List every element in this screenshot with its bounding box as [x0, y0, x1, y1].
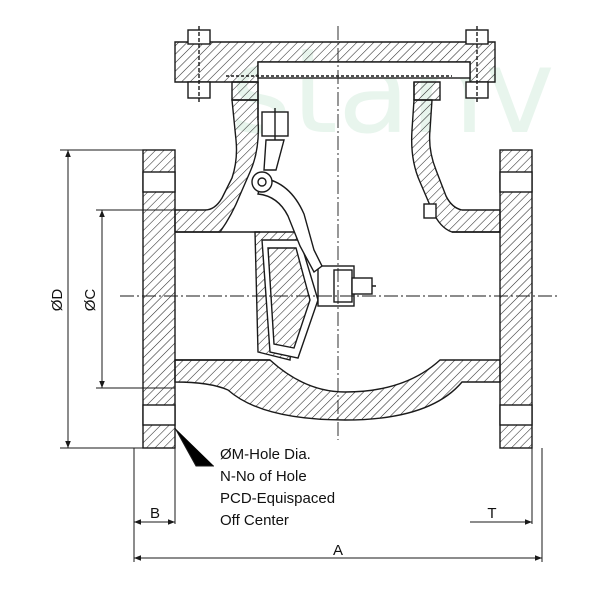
right-flange-hole-bottom [499, 404, 533, 426]
dimension-lines [60, 149, 543, 562]
left-flange-hole-bottom [142, 404, 176, 426]
note-line-4: Off Center [220, 512, 289, 529]
note-line-3: PCD-Equispaced [220, 490, 335, 507]
valve-body-section [142, 26, 533, 449]
dim-label-phi-d: ØD [49, 289, 66, 312]
dim-label-phi-c: ØC [82, 289, 99, 312]
center-lines [120, 26, 560, 440]
right-flange-hole-top [499, 171, 533, 193]
lower-body [174, 359, 501, 421]
left-flange [142, 149, 176, 449]
dim-label-t: T [487, 505, 496, 522]
bonnet-bolt-right [465, 26, 489, 104]
bonnet-bolt-left [187, 26, 211, 104]
hinge-arm [257, 177, 323, 274]
note-line-1: ØM-Hole Dia. [220, 446, 311, 463]
left-flange-hole-top [142, 171, 176, 193]
note-line-2: N-No of Hole [220, 468, 307, 485]
hole-note: ØM-Hole Dia. N-No of Hole PCD-Equispaced… [220, 446, 335, 529]
upper-body-left [174, 99, 260, 233]
dim-label-a: A [333, 542, 343, 559]
side-boss [423, 203, 437, 219]
right-flange [499, 149, 533, 449]
dim-label-b: B [150, 505, 160, 522]
